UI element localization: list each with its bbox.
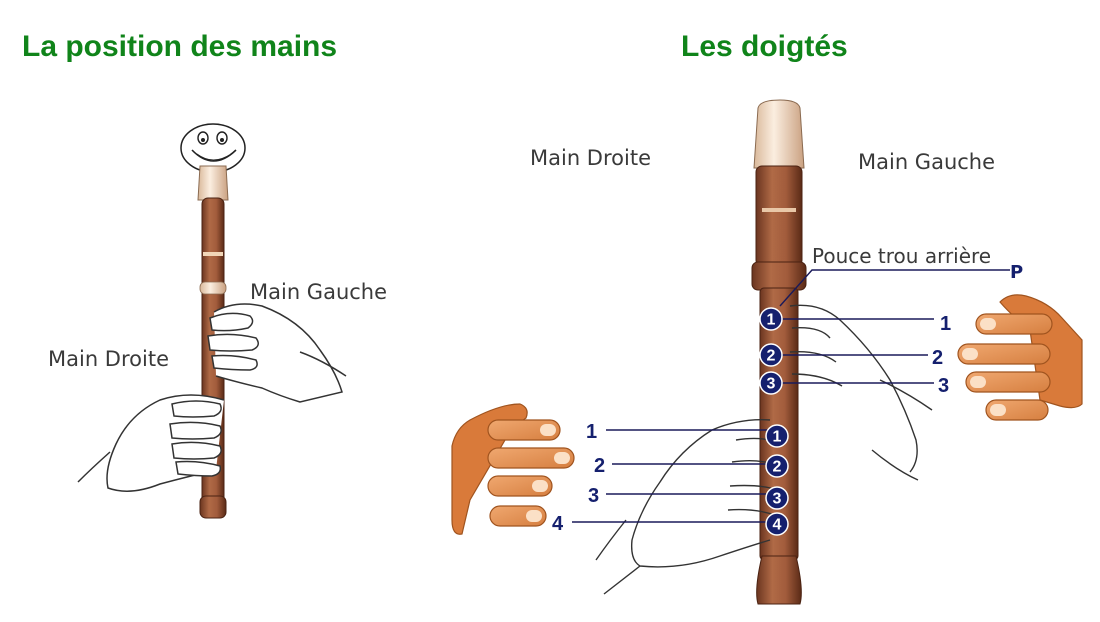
right-diagram-lower-hand-sketch: [595, 419, 779, 595]
left-diagram-left-hand-label: Main Gauche: [250, 280, 388, 304]
right-hand-hole-1: 1: [765, 424, 789, 448]
svg-text:1: 1: [767, 312, 776, 329]
svg-text:2: 2: [767, 348, 776, 365]
right-hand-hole-3: 3: [765, 486, 789, 510]
right-hand-number-2: 2: [594, 455, 605, 477]
left-diagram-lower-hand: [77, 394, 225, 492]
smiley-face: [180, 123, 246, 173]
right-hand-guide-lines: [572, 429, 770, 523]
right-diagram-right-hand-label: Main Droite: [530, 146, 651, 170]
left-hand-colored-icon: [957, 294, 1083, 421]
left-hand-side-numbers: 1 2 3: [932, 313, 951, 397]
right-recorder-illustration: 1 2 3 1 2 3 4 1 2 3 1 2 3 4: [451, 99, 1083, 605]
left-hand-hole-2: 2: [759, 343, 783, 367]
svg-text:2: 2: [773, 459, 782, 476]
left-hand-number-3: 3: [938, 375, 949, 397]
left-hand-guide-lines: [782, 318, 934, 384]
left-diagram-upper-hand: [207, 303, 347, 403]
right-hand-side-numbers: 1 2 3 4: [552, 421, 605, 535]
left-title: La position des mains: [22, 30, 338, 63]
right-hand-number-1: 1: [586, 421, 597, 443]
thumb-hole-label: Pouce trou arrière: [812, 244, 992, 268]
svg-text:3: 3: [773, 491, 782, 508]
right-diagram-upper-hand-sketch: [789, 304, 933, 481]
left-hand-hole-markers: 1 2 3: [759, 307, 783, 395]
left-hand-hole-3: 3: [759, 371, 783, 395]
right-hand-number-3: 3: [588, 485, 599, 507]
right-hand-hole-markers: 1 2 3 4: [765, 424, 789, 536]
right-hand-number-4: 4: [552, 513, 564, 535]
left-diagram-right-hand-label: Main Droite: [48, 347, 169, 371]
left-hand-hole-1: 1: [759, 307, 783, 331]
right-hand-colored-icon: [451, 403, 575, 535]
right-diagram-left-hand-label: Main Gauche: [858, 150, 996, 174]
left-hand-number-1: 1: [940, 313, 951, 335]
thumb-hole-mark: P: [1010, 262, 1024, 283]
right-hand-hole-2: 2: [765, 454, 789, 478]
svg-text:3: 3: [767, 376, 776, 393]
svg-text:4: 4: [773, 517, 782, 534]
right-hand-hole-4: 4: [765, 512, 789, 536]
thumb-pointer-line: [779, 269, 1010, 307]
left-recorder-illustration: [77, 123, 347, 519]
svg-text:1: 1: [773, 429, 782, 446]
left-hand-number-2: 2: [932, 347, 943, 369]
right-title: Les doigtés: [681, 30, 848, 63]
